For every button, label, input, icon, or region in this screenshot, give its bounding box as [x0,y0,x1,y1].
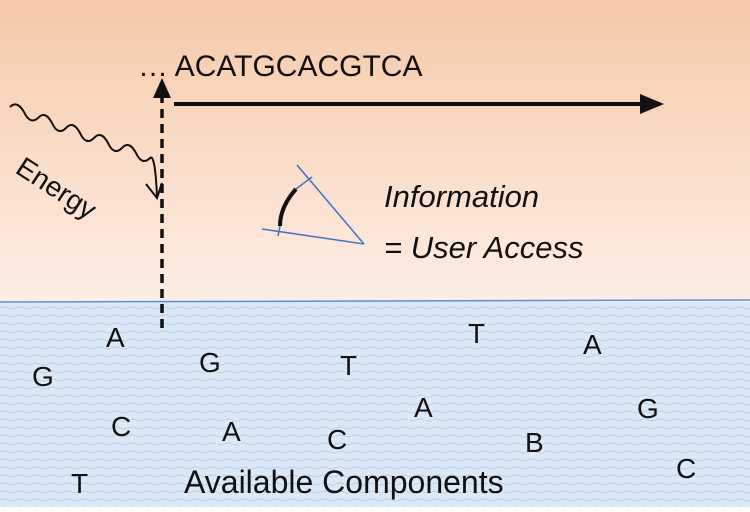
component-letter: T [340,350,357,381]
component-letter: T [468,318,485,349]
right-arrowhead [640,94,664,114]
component-letter: A [106,322,125,353]
observer-eye-icon [261,164,365,245]
component-letter: C [327,424,347,455]
sky-region [0,0,750,302]
water-surface-line [0,299,750,303]
energy-arrowhead [145,182,163,201]
information-label: Information [384,179,539,214]
component-letter: C [111,411,131,442]
component-letter: C [676,453,696,484]
water-texture [0,302,750,507]
available-components-label: Available Components [184,464,504,500]
component-letter: A [222,416,241,447]
sequence-text: … ACATGCACGTCA [138,50,422,83]
component-letter: B [525,427,544,458]
component-letter: G [32,361,54,392]
component-letter: G [637,393,659,424]
component-letter: A [414,392,433,423]
component-letter: A [583,329,602,360]
user-access-label: = User Access [384,230,584,265]
energy-wavy-arrow [9,103,158,197]
component-letters: A G G T T A C A C A B G T C [32,318,696,499]
up-arrowhead [153,78,171,98]
component-letter: G [199,347,221,378]
component-letter: T [71,468,88,499]
